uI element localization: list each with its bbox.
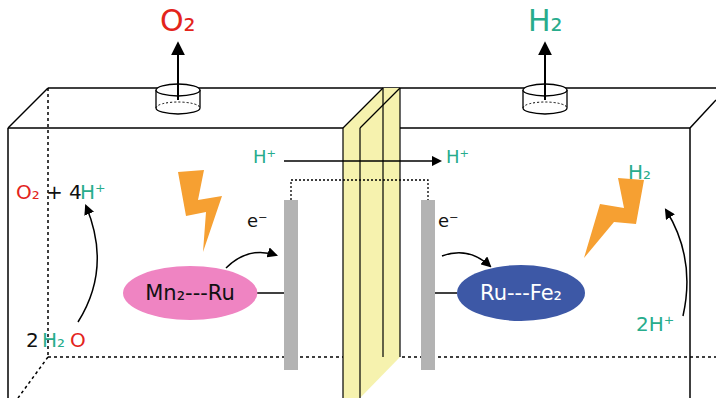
outlet-gas: H₂ [528, 6, 563, 36]
electron-label: e⁻ [247, 212, 268, 230]
product-species: H⁺ [80, 182, 106, 202]
product-species: O₂ [16, 182, 40, 202]
reactant-species: 2H⁺ [636, 314, 674, 334]
complex-ellipse: Mn₂---Ru [122, 265, 258, 321]
coefficient: + 4 [46, 182, 82, 202]
electron-label: e⁻ [438, 212, 459, 230]
complex-name: Mn₂---Ru [145, 283, 235, 304]
complex-ellipse: Ru---Fe₂ [456, 264, 586, 322]
reactant-species: O [70, 330, 86, 350]
complex-name: Ru---Fe₂ [480, 283, 562, 304]
reactant-species: H₂ [42, 330, 65, 350]
ion-label: H⁺ [446, 148, 469, 166]
coefficient: 2 [26, 330, 39, 350]
outlet-gas: O₂ [160, 6, 196, 36]
product-species: H₂ [628, 162, 651, 182]
ion-label: H⁺ [253, 148, 276, 166]
